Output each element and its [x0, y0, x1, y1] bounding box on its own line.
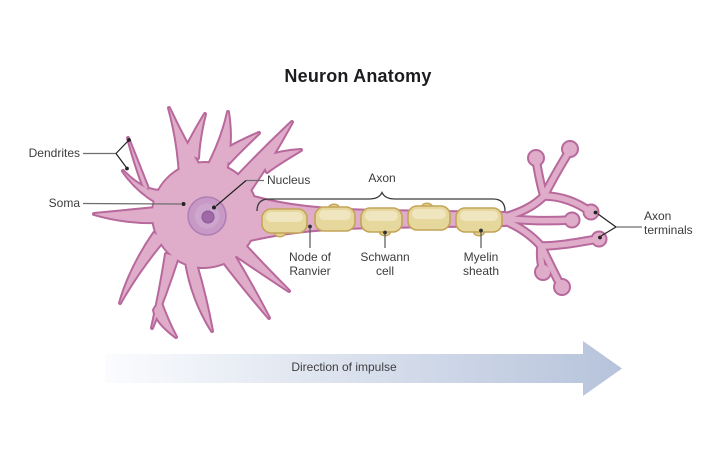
axon-label: Axon [368, 171, 396, 185]
axon-brace [256, 190, 506, 212]
myelin-sheath-segment [261, 208, 308, 238]
direction-of-impulse-arrow [105, 341, 622, 396]
myelin-sheath-segment [455, 207, 503, 237]
node-of-ranvier-label-line1: Node of [288, 250, 332, 264]
schwann-cell-pointer [383, 230, 387, 248]
myelin-sheath-segments [261, 202, 503, 238]
node-of-ranvier-label: Node of Ranvier [278, 250, 342, 278]
myelin-sheath-pointer [479, 228, 483, 248]
axon-terminals [505, 150, 598, 286]
axon-terminals-label-line2: terminals [644, 223, 693, 237]
node-of-ranvier-pointer [308, 224, 312, 248]
myelin-sheath-label-line1: Myelin [463, 250, 499, 264]
schwann-cell-label: Schwann cell [350, 250, 420, 278]
axon-terminals-pointer [593, 210, 642, 240]
nucleus-pointer [212, 179, 264, 210]
myelin-sheath-segment [360, 207, 403, 237]
nucleus-label: Nucleus [267, 173, 311, 187]
myelin-sheath-segment [314, 203, 356, 232]
myelin-sheath-label: Myelin sheath [448, 250, 514, 278]
axon-terminals-label: Axon terminals [644, 209, 693, 237]
myelin-sheath-label-line2: sheath [462, 264, 500, 278]
soma-label: Soma [48, 196, 80, 210]
dendrites-label: Dendrites [28, 146, 80, 160]
axon-terminals-label-line1: Axon [644, 209, 672, 223]
diagram-title: Neuron Anatomy [284, 66, 432, 86]
myelin-sheath-segment [407, 202, 451, 231]
nucleus-shape [187, 196, 227, 236]
direction-of-impulse-label: Direction of impulse [291, 360, 397, 374]
soma-pointer [82, 202, 186, 206]
label-pointers [82, 138, 642, 248]
schwann-cell-label-line1: Schwann [360, 250, 410, 264]
schwann-cell-label-line2: cell [375, 264, 394, 278]
node-of-ranvier-label-line2: Ranvier [289, 264, 331, 278]
dendrites-pointer [83, 138, 131, 171]
